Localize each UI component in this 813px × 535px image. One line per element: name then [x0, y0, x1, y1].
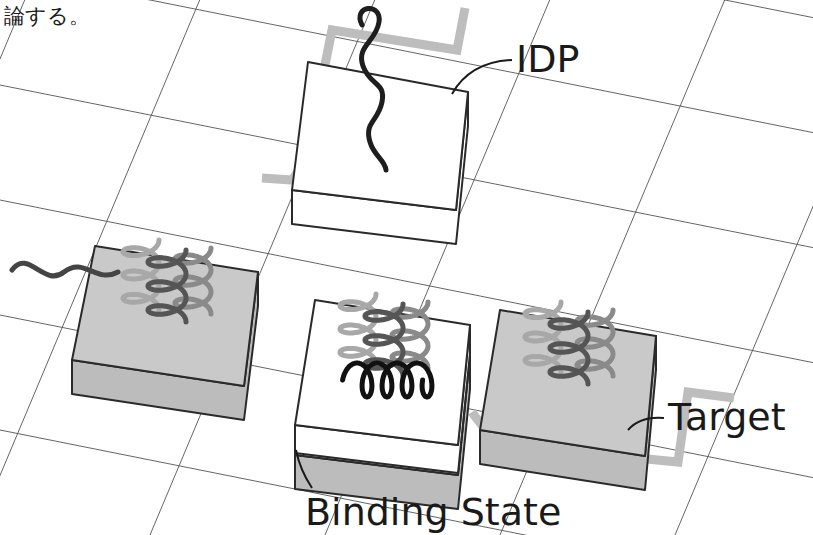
leader-line: [628, 418, 664, 430]
callout-label: Target: [668, 398, 786, 436]
tile-top: [72, 246, 258, 386]
leader-line: [452, 60, 512, 94]
callout-label: Binding State: [305, 493, 561, 531]
leader-lines: [296, 60, 664, 488]
helix: [343, 363, 432, 397]
leader-line: [296, 450, 312, 488]
flow-arrows: [262, 8, 734, 462]
helix: [148, 250, 186, 322]
grid-line: [0, 0, 813, 18]
tile-top: [480, 310, 656, 456]
idp-chain: [360, 8, 386, 170]
grid-line: [675, 0, 813, 535]
tile-top: [295, 300, 470, 445]
callout-label: IDP: [516, 40, 579, 78]
helix: [525, 302, 561, 372]
idp-tail: [12, 263, 118, 276]
text-fragment: 論する。: [4, 6, 90, 27]
helix: [550, 312, 588, 384]
helix: [123, 240, 159, 310]
tiles: [12, 8, 656, 509]
helix: [340, 294, 376, 364]
